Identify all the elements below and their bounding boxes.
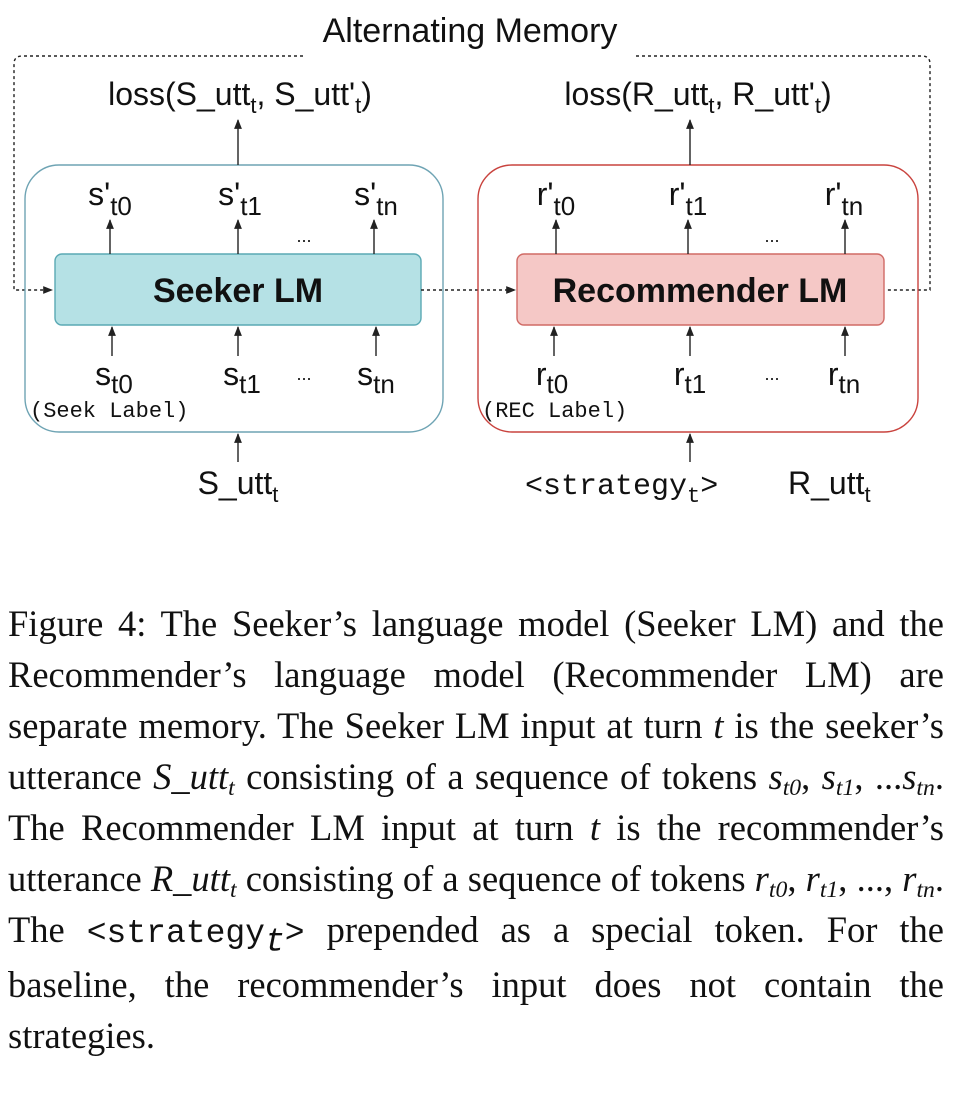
seeker-input-token: stn <box>357 356 395 399</box>
recommender-strategy-token: <strategyt> <box>525 470 718 509</box>
seeker-output-token: s't1 <box>218 176 262 221</box>
figure-caption: Figure 4: The Seeker’s language model (S… <box>8 603 945 1056</box>
seeker-input-token: st1 <box>223 356 261 399</box>
recommender-loss-label: loss(R_uttt, R_utt't) <box>564 76 831 118</box>
seeker-input-token: st0 <box>95 356 133 399</box>
recommender-input-ellipsis: ... <box>764 364 779 384</box>
recommender-lm-label: Recommender LM <box>553 272 848 310</box>
seeker-output-token: s't0 <box>88 176 132 221</box>
alternating-memory-loop <box>13 55 303 294</box>
recommender-input-token: rt0 <box>536 356 568 399</box>
recommender-utterance: R_uttt <box>788 465 871 507</box>
seeker-input-ellipsis: ... <box>296 364 311 384</box>
recommender-input-token: rtn <box>828 356 860 399</box>
recommender-output-ellipsis: ... <box>764 226 779 246</box>
recommender-lm-box <box>516 253 885 326</box>
recommender-container-label: (REC Label) <box>482 399 627 424</box>
seeker-container <box>24 164 444 433</box>
seeker-utterance: S_uttt <box>198 465 279 507</box>
seeker-container-label: (Seek Label) <box>30 399 188 424</box>
seeker-lm-label: Seeker LM <box>153 272 323 310</box>
seeker-loss-label: loss(S_uttt, S_utt't) <box>108 76 372 118</box>
recommender-output-token: r't0 <box>537 176 575 221</box>
recommender-output-token: r't1 <box>669 176 707 221</box>
recommender-input-token: rt1 <box>674 356 706 399</box>
seeker-output-token: s'tn <box>354 176 398 221</box>
alternating-memory-diagram: Alternating Memory (Seek Label) Seeker L… <box>13 12 931 509</box>
recommender-output-token: r'tn <box>825 176 863 221</box>
recommender-container <box>477 164 919 433</box>
diagram-title: Alternating Memory <box>323 12 618 50</box>
seeker-output-ellipsis: ... <box>296 226 311 246</box>
